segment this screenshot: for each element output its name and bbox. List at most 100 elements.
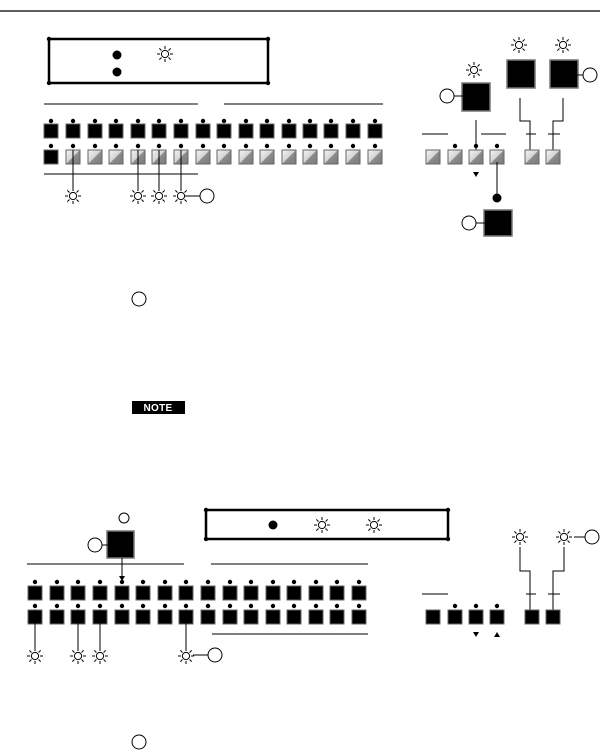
led-dot <box>264 118 270 124</box>
arrow-down-icon <box>473 632 479 637</box>
input-button-row <box>43 118 383 139</box>
matrix-button[interactable] <box>87 149 103 165</box>
led-dot <box>328 143 334 149</box>
matrix-button[interactable] <box>489 149 505 165</box>
matrix-button[interactable] <box>216 149 232 165</box>
matrix-button[interactable] <box>545 149 561 165</box>
matrix-button[interactable] <box>200 585 216 601</box>
matrix-button[interactable] <box>281 123 297 139</box>
control-button[interactable] <box>461 82 491 112</box>
matrix-button[interactable] <box>286 609 302 625</box>
matrix-button[interactable] <box>243 585 259 601</box>
matrix-button[interactable] <box>27 585 43 601</box>
matrix-button[interactable] <box>259 123 275 139</box>
lcd-display <box>47 37 270 85</box>
matrix-button[interactable] <box>351 585 367 601</box>
matrix-button[interactable] <box>65 123 81 139</box>
matrix-button[interactable] <box>108 123 124 139</box>
matrix-button[interactable] <box>157 609 173 625</box>
led-dot <box>313 603 319 609</box>
matrix-button[interactable] <box>135 609 151 625</box>
matrix-button[interactable] <box>367 123 383 139</box>
matrix-button[interactable] <box>114 585 130 601</box>
matrix-button[interactable] <box>425 149 441 165</box>
matrix-button[interactable] <box>468 149 484 165</box>
matrix-button[interactable] <box>70 585 86 601</box>
matrix-button[interactable] <box>92 585 108 601</box>
control-button[interactable] <box>549 59 579 89</box>
led-dot <box>494 603 500 609</box>
matrix-button[interactable] <box>43 149 59 165</box>
matrix-button[interactable] <box>157 585 173 601</box>
matrix-button[interactable] <box>367 149 383 165</box>
matrix-button[interactable] <box>281 149 297 165</box>
led-dot <box>473 143 479 149</box>
matrix-button[interactable] <box>447 609 463 625</box>
led-dot <box>270 603 276 609</box>
matrix-button[interactable] <box>351 609 367 625</box>
figure-bottom-panel <box>27 507 600 664</box>
matrix-button[interactable] <box>135 585 151 601</box>
matrix-button[interactable] <box>308 585 324 601</box>
callout-circle <box>584 529 600 545</box>
callout-circle <box>131 734 147 750</box>
matrix-button[interactable] <box>178 585 194 601</box>
matrix-button[interactable] <box>524 149 540 165</box>
led-dot <box>372 118 378 124</box>
callout-circle <box>87 537 103 553</box>
matrix-button[interactable] <box>216 123 232 139</box>
matrix-button[interactable] <box>87 123 103 139</box>
matrix-button[interactable] <box>49 609 65 625</box>
matrix-button[interactable] <box>345 149 361 165</box>
led-dot <box>270 579 276 585</box>
matrix-button[interactable] <box>302 149 318 165</box>
led-dot <box>227 579 233 585</box>
control-button[interactable] <box>506 59 536 89</box>
matrix-button[interactable] <box>43 123 59 139</box>
matrix-button[interactable] <box>114 609 130 625</box>
led-dot <box>200 143 206 149</box>
matrix-button[interactable] <box>323 123 339 139</box>
matrix-button[interactable] <box>447 149 463 165</box>
matrix-button[interactable] <box>545 609 561 625</box>
matrix-button[interactable] <box>195 123 211 139</box>
matrix-button[interactable] <box>308 609 324 625</box>
matrix-button[interactable] <box>195 149 211 165</box>
matrix-button[interactable] <box>329 609 345 625</box>
matrix-button[interactable] <box>265 585 281 601</box>
note-badge: NOTE <box>132 401 185 414</box>
matrix-button[interactable] <box>108 149 124 165</box>
matrix-button[interactable] <box>329 585 345 601</box>
matrix-button[interactable] <box>49 585 65 601</box>
matrix-button[interactable] <box>238 149 254 165</box>
matrix-button[interactable] <box>222 585 238 601</box>
matrix-button[interactable] <box>345 123 361 139</box>
sun-lit-icon <box>314 517 330 533</box>
matrix-button[interactable] <box>468 609 484 625</box>
matrix-button[interactable] <box>151 123 167 139</box>
matrix-button[interactable] <box>286 585 302 601</box>
led-dot <box>243 118 249 124</box>
matrix-button[interactable] <box>200 609 216 625</box>
led-dot <box>140 579 146 585</box>
led-dot <box>113 143 119 149</box>
led-dot <box>75 579 81 585</box>
matrix-button[interactable] <box>323 149 339 165</box>
matrix-button[interactable] <box>173 123 189 139</box>
led-dot <box>221 143 227 149</box>
matrix-button[interactable] <box>243 609 259 625</box>
matrix-button[interactable] <box>259 149 275 165</box>
led-dot <box>356 603 362 609</box>
matrix-button[interactable] <box>302 123 318 139</box>
arrow-down-icon <box>473 172 479 177</box>
led-dot <box>291 579 297 585</box>
matrix-button[interactable] <box>222 609 238 625</box>
matrix-button[interactable] <box>524 609 540 625</box>
matrix-button[interactable] <box>238 123 254 139</box>
matrix-button[interactable] <box>425 609 441 625</box>
led-dot <box>119 579 125 585</box>
matrix-button[interactable] <box>130 123 146 139</box>
matrix-button[interactable] <box>265 609 281 625</box>
callout-circle <box>131 291 147 307</box>
matrix-button[interactable] <box>489 609 505 625</box>
